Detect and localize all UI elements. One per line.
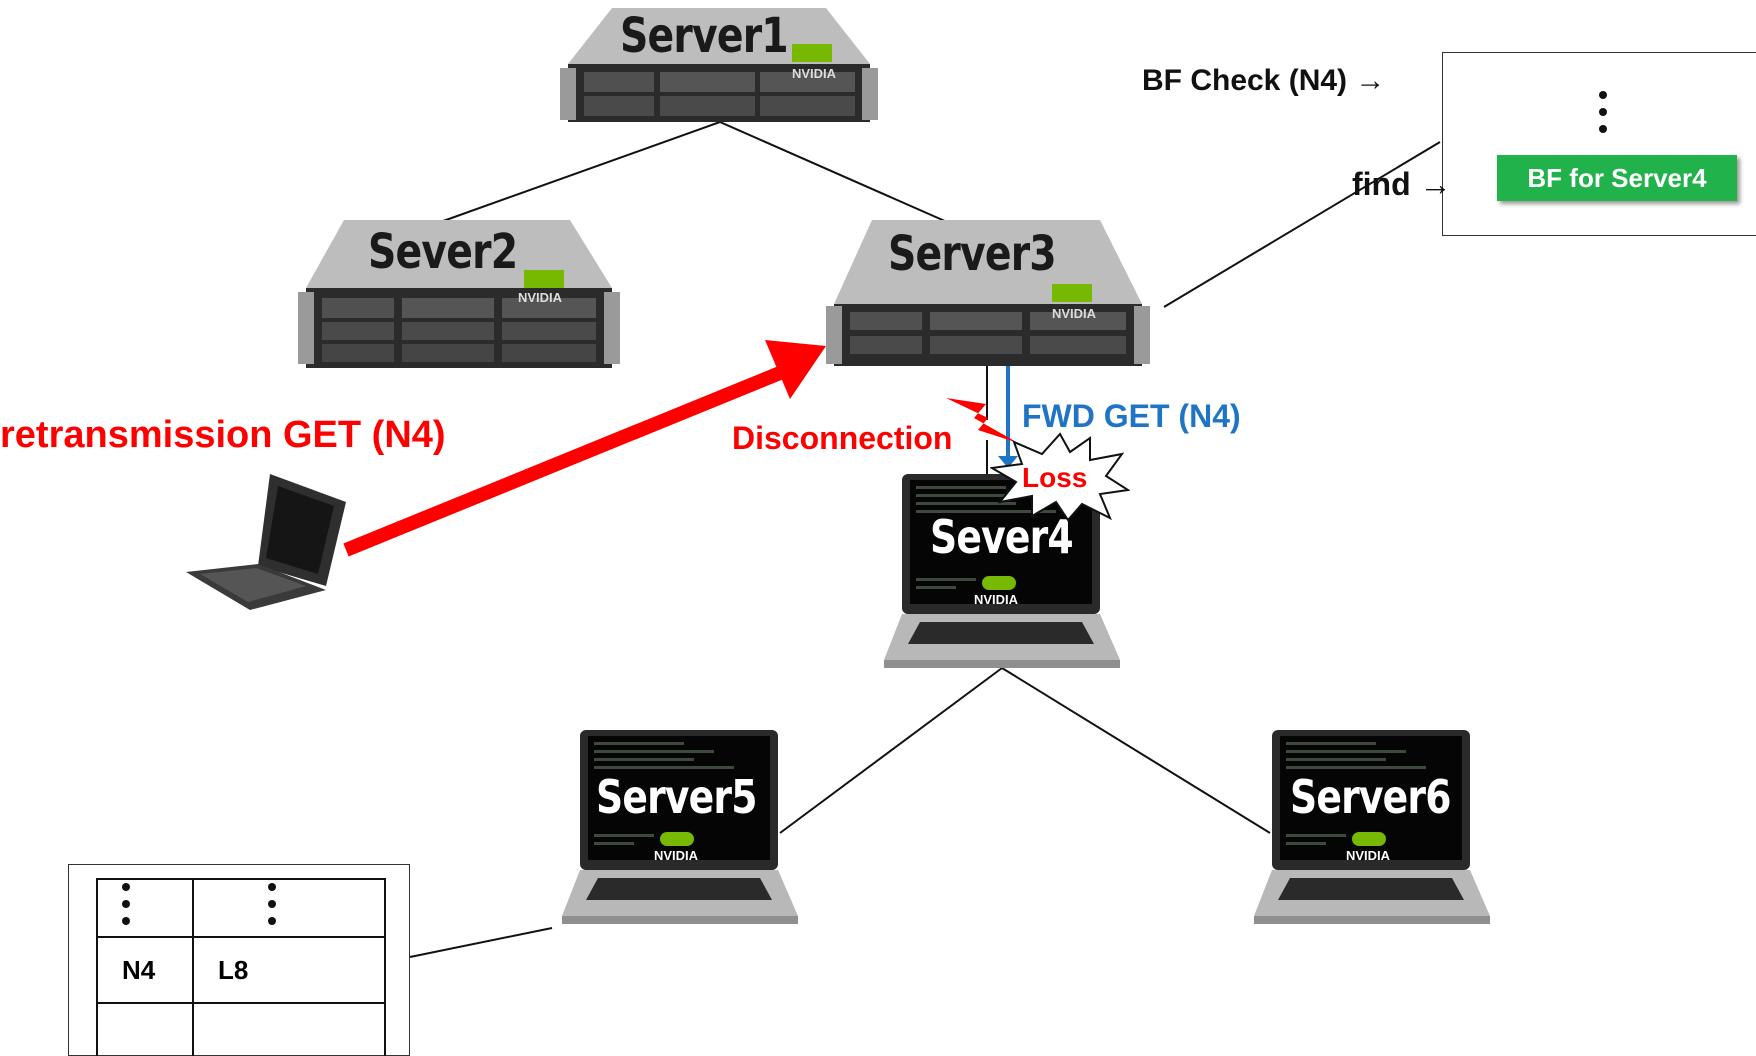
server6-brand: NVIDIA [1346,848,1391,863]
server4-label: Sever4 [930,510,1074,564]
server5-brand: NVIDIA [654,848,699,863]
server6-label: Server6 [1290,770,1451,824]
link-server4-server5 [779,667,1003,834]
retransmission-arrow-head [765,340,826,399]
table-cell-ellipsis [96,878,194,938]
table-row [96,878,386,938]
table-cell: N4 [96,936,194,1004]
link-server1-server2 [431,121,721,226]
fwd-get-arrow-head [998,456,1018,468]
server3-rack: Server3 NVIDIA [826,218,1150,368]
fwd-get-label: FWD GET (N4) [1022,398,1241,434]
server2-label: Sever2 [368,224,518,280]
find-label: find → [1352,166,1452,202]
laptop-icon [1254,730,1490,924]
loss-burst: Loss [990,432,1130,522]
link-server4-server6 [1001,667,1271,834]
server1-label: Server1 [620,8,789,64]
link-server3-bfbox [1163,141,1441,308]
table-row [96,1002,386,1056]
server5-label: Server5 [596,770,757,824]
server3-label: Server3 [888,226,1057,282]
routing-table: N4 L8 [96,878,386,1056]
vertical-ellipsis-icon [122,882,130,925]
laptop-icon [186,474,346,610]
lightning-bolt-icon [946,398,1018,443]
vertical-ellipsis-icon [1599,91,1607,142]
server1-rack: Server1 NVIDIA [560,6,878,124]
server4-laptop: Sever4 NVIDIA [884,474,1120,670]
table-cell: L8 [192,936,386,1004]
rack-server-icon [560,8,878,122]
client-laptop [186,474,348,610]
rack-server-icon [826,220,1150,366]
bf-check-label: BF Check (N4) → [1142,64,1386,97]
retransmission-label: retransmission GET (N4) [0,414,446,456]
disconnection-label: Disconnection [732,420,953,456]
bf-server4-entry: BF for Server4 [1497,155,1737,201]
loss-label: Loss [1022,462,1088,493]
server2-rack: Sever2 NVIDIA [298,218,620,370]
laptop-icon [562,730,798,924]
bloom-filter-box: BF for Server4 [1442,52,1756,236]
rack-server-icon [298,220,620,368]
explosion-icon [990,432,1130,522]
server2-brand: NVIDIA [518,290,563,305]
laptop-icon [884,474,1120,668]
server3-brand: NVIDIA [1052,306,1097,321]
server1-brand: NVIDIA [792,66,837,81]
server5-laptop: Server5 NVIDIA [562,730,798,926]
table-cell [96,1002,194,1056]
server4-brand: NVIDIA [974,592,1019,607]
retransmission-arrow-shaft [343,366,783,557]
table-cell [192,1002,386,1056]
table-cell-ellipsis [192,878,386,938]
vertical-ellipsis-icon [268,882,276,925]
table-row: N4 L8 [96,936,386,1004]
bf-server4-label: BF for Server4 [1527,163,1707,193]
link-server5-table [409,927,553,958]
server6-laptop: Server6 NVIDIA [1254,730,1490,926]
